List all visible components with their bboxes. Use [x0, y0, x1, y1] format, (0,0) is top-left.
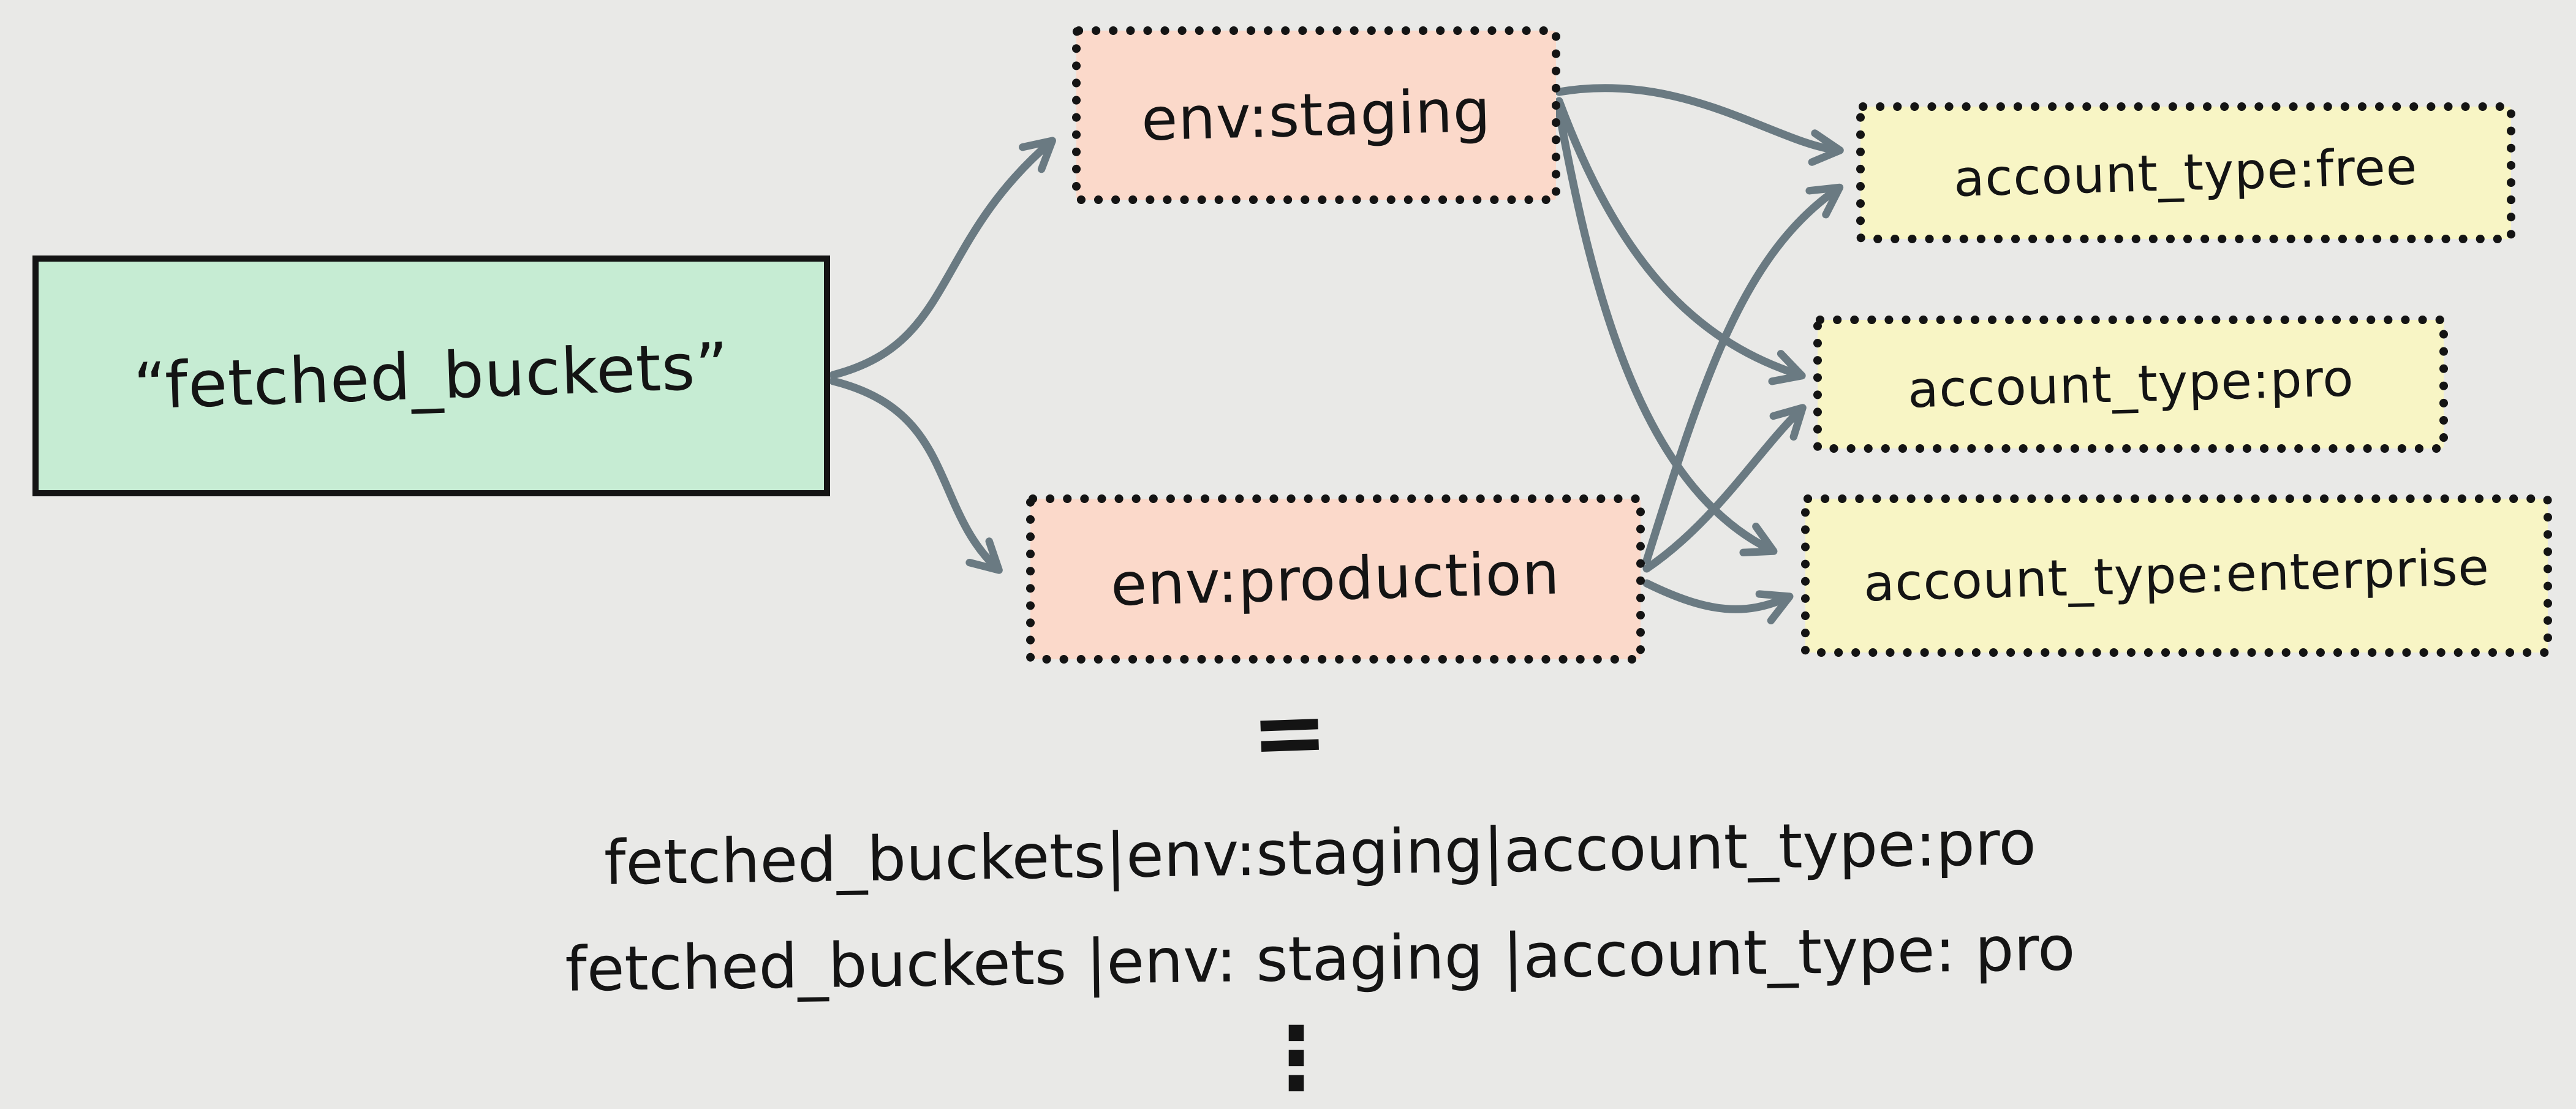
- arrow-root-to-production: [829, 377, 1003, 574]
- arrow-production-to-enterprise: [1642, 579, 1794, 624]
- env-production-node: env:production: [1030, 499, 1641, 659]
- env-production-box: [1026, 494, 1645, 664]
- account-pro-box: [1813, 316, 2448, 453]
- account-free-box: [1856, 102, 2515, 243]
- account-pro-node: account_type:pro: [1818, 320, 2444, 449]
- arrow-root-to-staging: [829, 137, 1056, 379]
- env-production-label: env:production: [1110, 539, 1561, 619]
- root-node-box: [32, 255, 830, 496]
- account-pro-label: account_type:pro: [1906, 349, 2355, 420]
- account-enterprise-node: account_type:enterprise: [1805, 499, 2548, 653]
- root-node-label: “fetched_buckets”: [132, 328, 730, 424]
- account-enterprise-label: account_type:enterprise: [1862, 538, 2491, 613]
- root-node: “fetched_buckets”: [36, 259, 827, 493]
- account-free-node: account_type:free: [1860, 107, 2511, 239]
- arrow-staging-to-free: [1555, 84, 1844, 166]
- account-free-label: account_type:free: [1953, 137, 2419, 208]
- equals-sign: =: [1249, 678, 1330, 788]
- vertical-ellipsis: ⋮: [1253, 1009, 1339, 1109]
- account-enterprise-box: [1801, 494, 2552, 657]
- env-staging-node: env:staging: [1076, 31, 1556, 200]
- arrow-production-to-pro: [1642, 404, 1807, 573]
- arrow-staging-to-pro: [1555, 97, 1806, 385]
- arrow-production-to-free: [1642, 183, 1844, 565]
- env-staging-box: [1072, 26, 1560, 204]
- arrow-staging-to-enterprise: [1555, 107, 1778, 556]
- env-staging-label: env:staging: [1140, 76, 1492, 154]
